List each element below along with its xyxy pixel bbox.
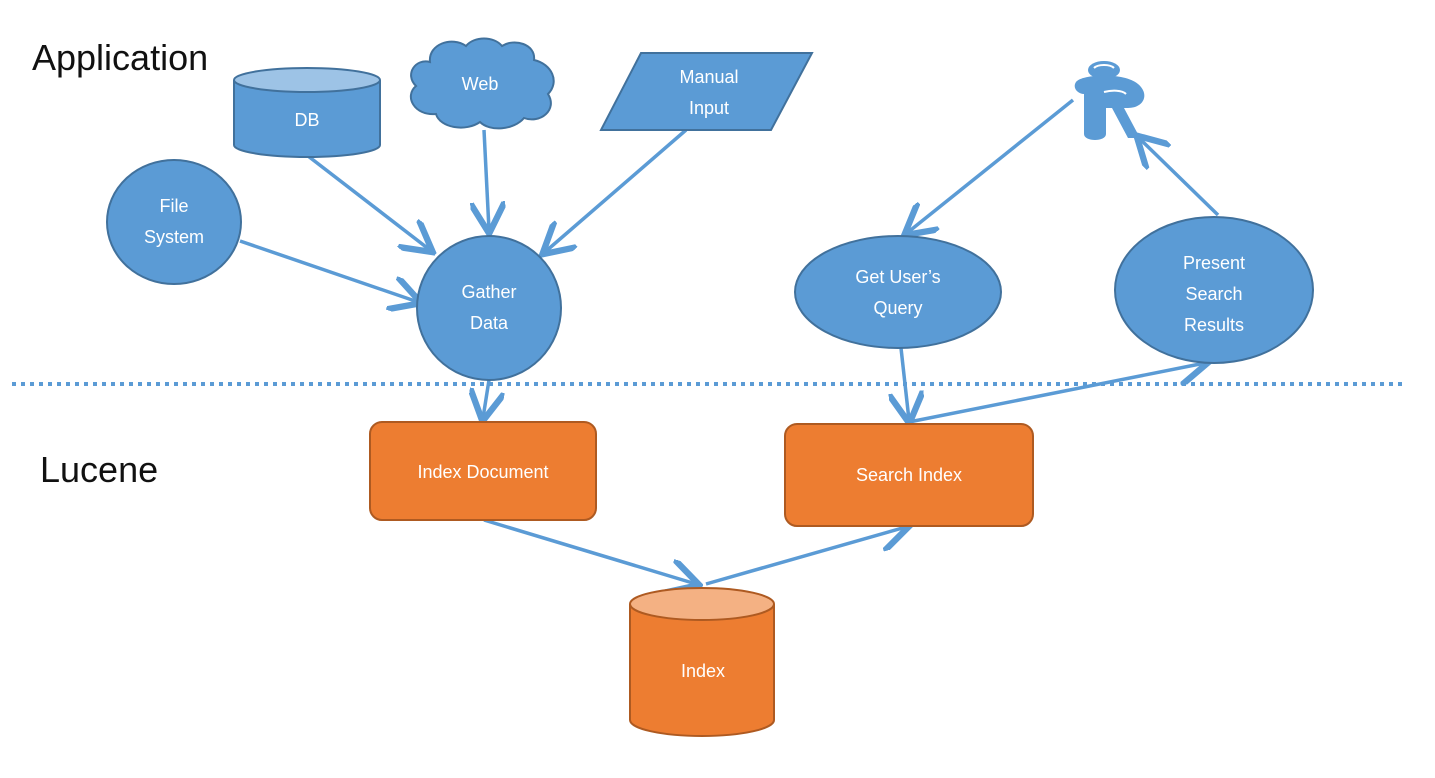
- gather-data-label-line2: Data: [470, 313, 509, 333]
- section-label-lucene: Lucene: [40, 449, 158, 490]
- index-node: Index: [629, 587, 775, 737]
- file-system-node: File System: [106, 159, 242, 285]
- section-label-application: Application: [32, 37, 208, 78]
- db-node: DB: [233, 67, 381, 158]
- user-icon: [1074, 61, 1145, 140]
- arrow-index-to-searchindex: [705, 527, 906, 586]
- gather-data-label-line1: Gather: [461, 282, 516, 302]
- arrow-gather-to-indexdoc: [483, 379, 489, 418]
- manual-input-label-line2: Input: [689, 98, 729, 118]
- file-system-label-line1: File: [159, 196, 188, 216]
- get-users-query-node: Get User’s Query: [794, 235, 1002, 349]
- present-search-results-label-line3: Results: [1184, 315, 1244, 335]
- web-node: Web: [409, 37, 555, 130]
- present-search-results-label-line2: Search: [1185, 284, 1242, 304]
- db-label: DB: [294, 110, 319, 130]
- arrow-web-to-gather: [484, 129, 489, 230]
- arrow-user-to-query: [907, 98, 1075, 233]
- arrow-query-to-searchindex: [901, 347, 909, 420]
- arrow-db-to-gather: [306, 154, 430, 250]
- arrows: [239, 98, 1220, 586]
- present-search-results-node: Present Search Results: [1114, 216, 1314, 364]
- index-document-label: Index Document: [417, 462, 548, 482]
- arrow-filesystem-to-gather: [239, 239, 418, 302]
- arrow-manual-to-gather: [545, 128, 688, 252]
- web-label: Web: [462, 74, 499, 94]
- get-users-query-label-line2: Query: [873, 298, 922, 318]
- present-search-results-label-line1: Present: [1183, 253, 1245, 273]
- gather-data-node: Gather Data: [416, 235, 562, 381]
- index-document-node: Index Document: [369, 421, 597, 521]
- arrow-searchindex-to-results: [908, 363, 1205, 424]
- arrow-indexdoc-to-index: [483, 518, 696, 584]
- arrow-results-to-user: [1139, 138, 1220, 217]
- search-index-node: Search Index: [784, 423, 1034, 527]
- manual-input-node: Manual Input: [599, 52, 814, 131]
- index-label: Index: [681, 661, 725, 681]
- file-system-label-line2: System: [144, 227, 204, 247]
- manual-input-label-line1: Manual: [679, 67, 738, 87]
- search-index-label: Search Index: [856, 465, 962, 485]
- get-users-query-label-line1: Get User’s: [855, 267, 940, 287]
